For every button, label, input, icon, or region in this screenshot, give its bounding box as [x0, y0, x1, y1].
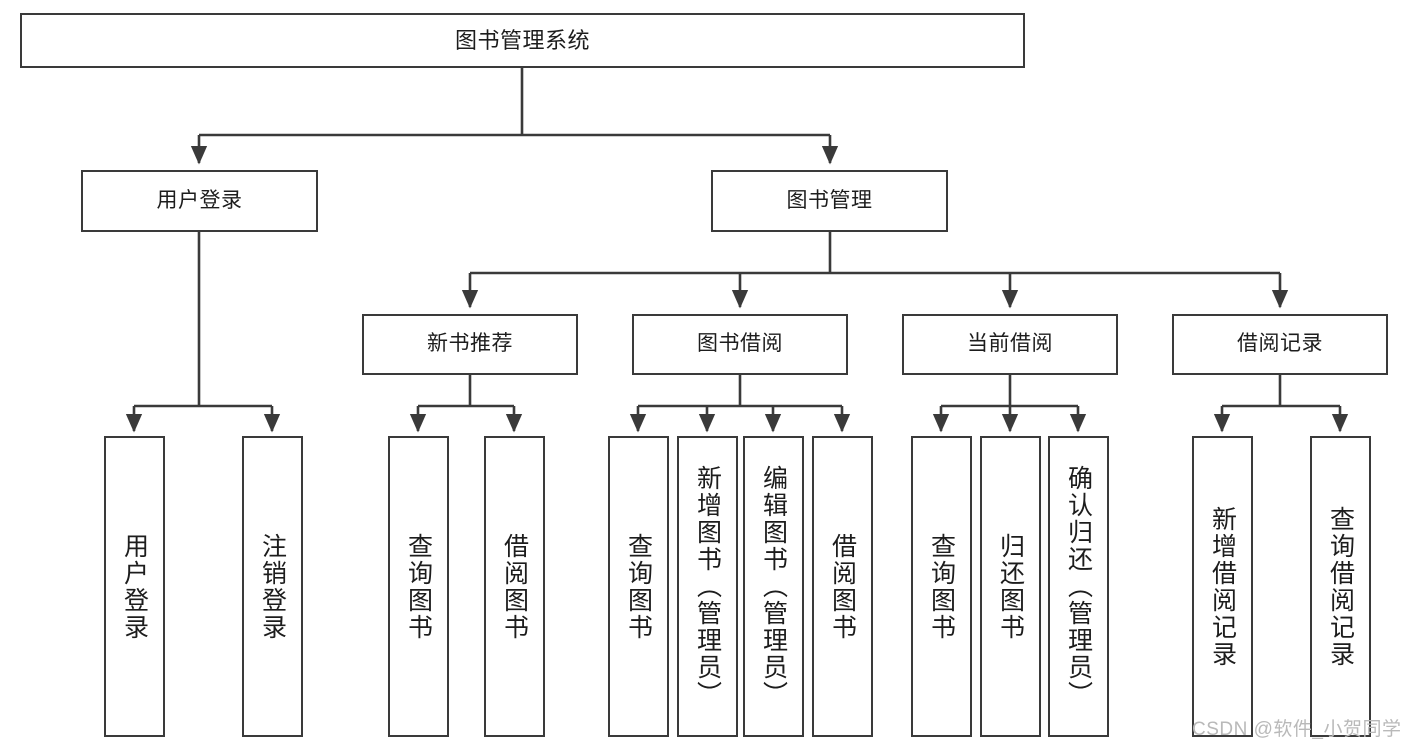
node-label: 图书管理系统	[454, 27, 590, 53]
node-label: 确认归还（管理员）	[1064, 465, 1093, 708]
leaf-query-book-3[interactable]: 查询图书	[911, 436, 972, 737]
leaf-query-book-2[interactable]: 查询图书	[608, 436, 669, 737]
node-label: 查询图书	[624, 532, 653, 641]
node-book-management[interactable]: 图书管理	[711, 170, 948, 232]
node-label: 注销登录	[258, 532, 287, 641]
leaf-add-record[interactable]: 新增借阅记录	[1192, 436, 1253, 737]
csdn-watermark: CSDN @软件_小贺同学	[1192, 719, 1402, 740]
node-label: 图书管理	[786, 188, 873, 212]
node-label: 当前借阅	[967, 332, 1053, 356]
leaf-add-book[interactable]: 新增图书（管理员）	[677, 436, 738, 737]
leaf-edit-book[interactable]: 编辑图书（管理员）	[743, 436, 804, 737]
node-root-system[interactable]: 图书管理系统	[20, 13, 1025, 68]
node-current-borrow[interactable]: 当前借阅	[902, 314, 1118, 375]
node-user-login[interactable]: 用户登录	[81, 170, 318, 232]
node-label: 新增图书（管理员）	[693, 465, 722, 708]
node-borrow-record[interactable]: 借阅记录	[1172, 314, 1388, 375]
node-label: 查询图书	[927, 532, 956, 641]
node-new-book-recommend[interactable]: 新书推荐	[362, 314, 578, 375]
leaf-confirm-return[interactable]: 确认归还（管理员）	[1048, 436, 1109, 737]
node-label: 图书借阅	[697, 332, 783, 356]
leaf-query-book-1[interactable]: 查询图书	[388, 436, 449, 737]
leaf-user-logout[interactable]: 注销登录	[242, 436, 303, 737]
node-label: 新书推荐	[427, 332, 513, 356]
leaf-return-book[interactable]: 归还图书	[980, 436, 1041, 737]
node-label: 归还图书	[996, 532, 1025, 641]
node-label: 新增借阅记录	[1208, 505, 1237, 668]
node-label: 借阅记录	[1237, 332, 1323, 356]
node-label: 查询借阅记录	[1326, 505, 1355, 668]
node-label: 借阅图书	[828, 532, 857, 641]
node-label: 用户登录	[156, 188, 243, 212]
node-label: 用户登录	[120, 532, 149, 641]
leaf-query-record[interactable]: 查询借阅记录	[1310, 436, 1371, 737]
leaf-borrow-book-1[interactable]: 借阅图书	[484, 436, 545, 737]
node-label: 借阅图书	[500, 532, 529, 641]
leaf-borrow-book-2[interactable]: 借阅图书	[812, 436, 873, 737]
node-label: 编辑图书（管理员）	[759, 465, 788, 708]
leaf-user-login[interactable]: 用户登录	[104, 436, 165, 737]
node-book-borrow[interactable]: 图书借阅	[632, 314, 848, 375]
node-label: 查询图书	[404, 532, 433, 641]
